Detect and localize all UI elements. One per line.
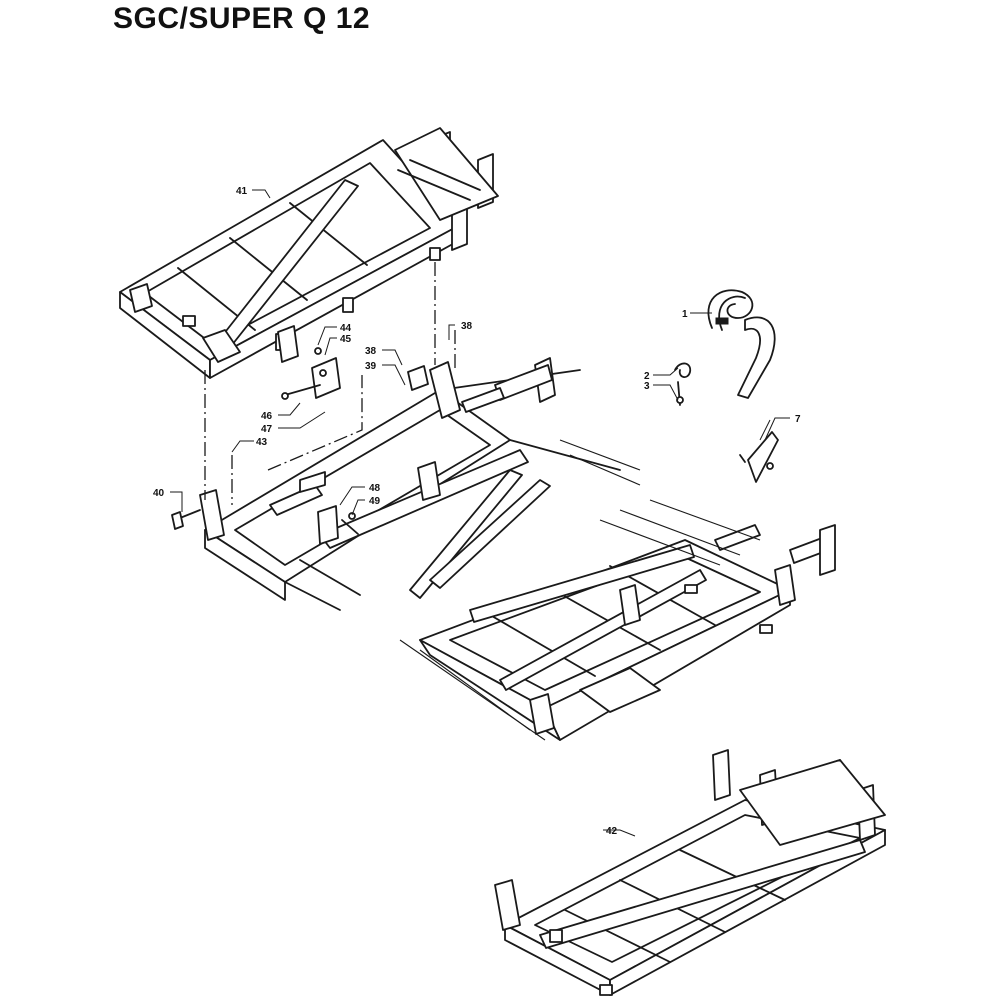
main-frame-assembly <box>199 357 836 741</box>
upper-frame-assembly <box>119 127 499 379</box>
callout-7: 7 <box>795 414 801 425</box>
callout-47: 47 <box>261 424 273 435</box>
callout-38-right: 38 <box>461 321 473 332</box>
callout-43: 43 <box>256 437 268 448</box>
callout-42: 42 <box>606 826 618 837</box>
lower-frame-assembly <box>494 749 886 996</box>
leader-lines <box>170 189 790 837</box>
callout-48: 48 <box>369 483 381 494</box>
callout-2: 2 <box>644 371 650 382</box>
diagram-title: SGC/SUPER Q 12 <box>113 2 371 35</box>
callout-45: 45 <box>340 334 352 345</box>
callout-46: 46 <box>261 411 273 422</box>
callout-44: 44 <box>340 323 352 334</box>
callout-3: 3 <box>644 381 650 392</box>
assembly-lines <box>204 262 456 505</box>
hardware-parts <box>171 325 429 545</box>
callout-1: 1 <box>682 309 688 320</box>
callout-41: 41 <box>236 186 248 197</box>
callout-39: 39 <box>365 361 377 372</box>
callout-40: 40 <box>153 488 165 499</box>
callout-labels: 41 42 1 2 3 7 38 38 39 44 45 46 47 43 40… <box>153 186 801 837</box>
callout-38-left: 38 <box>365 346 377 357</box>
spring-tine-assembly <box>674 289 779 483</box>
callout-49: 49 <box>369 496 381 507</box>
